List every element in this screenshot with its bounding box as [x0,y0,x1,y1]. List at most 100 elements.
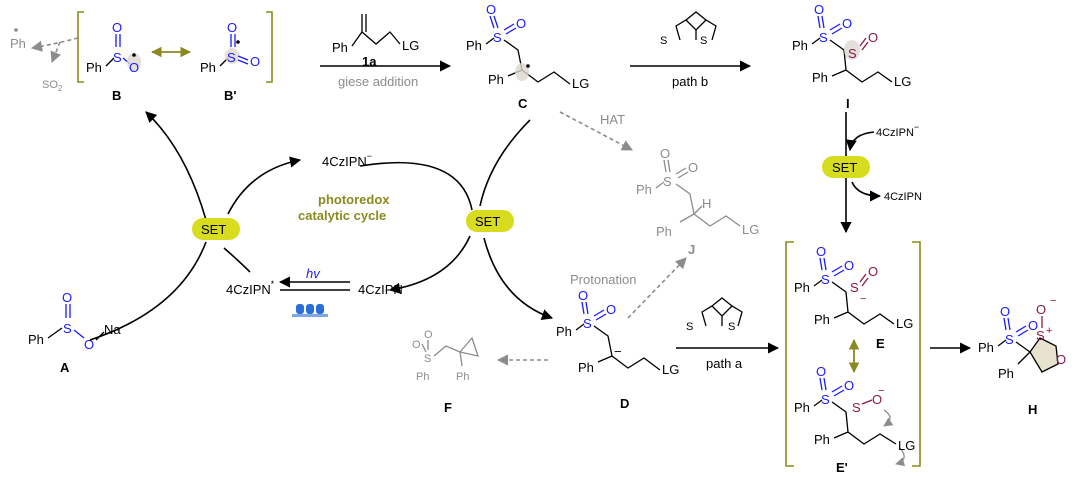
label-j: J [688,242,695,257]
atom-o: O [816,244,826,259]
atom-lg: LG [898,438,915,453]
label-c: C [518,96,528,111]
charge-plus: + [1046,325,1052,337]
atom-o: O [112,20,122,35]
atom-ph: Ph [814,432,830,447]
atom-s: S [1036,328,1045,343]
set-center-label: SET [475,214,500,229]
atom-s: S [493,30,502,45]
atom-s: S [728,321,735,333]
atom-ph: Ph [578,360,594,375]
atom-o: O [606,302,616,317]
atom-lg: LG [662,362,679,377]
right-cat-in: 4CzIPN− [876,122,919,139]
atom-h: H [702,196,711,211]
atom-ph: Ph [998,366,1014,381]
atom-s: S [663,174,672,189]
atom-lg: LG [894,74,911,89]
label-b-prime: B' [224,88,236,103]
atom-o: O [872,392,882,407]
path-a-label: path a [706,356,743,371]
atom-s: S [660,35,667,47]
charge-minus: − [860,293,866,305]
charge-minus: − [1050,295,1056,307]
atom-ph: Ph [488,72,504,87]
atom-s: S [700,35,707,47]
atom-o: O [844,258,854,273]
compound-f: O S O Ph Ph F [412,329,479,415]
atom-s: S [848,46,857,61]
charge-minus: − [878,385,884,397]
atom-o: O [1056,352,1066,367]
atom-s: S [1005,332,1014,347]
compound-e-prime: Ph S O O S O − Ph LG E' [794,364,915,475]
cat-excited: 4CzIPN* [226,279,275,297]
atom-s: S [227,50,236,65]
atom-o: O [486,2,496,17]
set-badge-left [192,218,240,240]
atom-ph: Ph [636,182,652,197]
radical-resonance-bracket [77,11,273,83]
label-h: H [1028,402,1037,417]
atom-o: O [516,16,526,31]
ph-radical-so2-loss: Ph SO2 [10,28,79,93]
cycle-title-2: catalytic cycle [298,208,386,223]
atom-s: S [819,30,828,45]
set-badge-center [466,210,514,232]
atom-ph: Ph [28,332,44,347]
atom-o: O [814,2,824,17]
atom-s: S [821,392,830,407]
atom-o: O [816,364,826,379]
atom-o: O [62,290,72,305]
atom-o: O [412,339,421,351]
atom-s: S [852,400,861,415]
atom-lg: LG [742,222,759,237]
atom-ph: Ph [332,40,348,55]
so2-label: SO2 [42,79,63,93]
atom-ph: Ph [456,371,469,383]
atom-o: O [578,288,588,303]
atom-s: S [424,353,431,365]
atom-lg: LG [896,316,913,331]
atom-s: S [850,280,859,295]
atom-ph: Ph [792,38,808,53]
atom-ph: Ph [416,371,429,383]
atom-s: S [63,321,72,336]
atom-s: S [113,50,122,65]
hat-label: HAT [600,112,625,127]
atom-ph: Ph [10,36,26,51]
atom-o: O [868,30,878,45]
reagent-1a: Ph LG 1a [332,14,419,69]
atom-o: O [842,16,852,31]
label-b: B [112,88,121,103]
photoredox-cycle: SET 4CzIPN− photoredox catalytic cycle 4… [89,111,554,341]
atom-o: O [227,20,237,35]
label-i: I [846,96,850,111]
atom-ph: Ph [656,224,672,239]
compound-b-prime: Ph S O O B' [200,20,260,103]
atom-ph: Ph [794,280,810,295]
compound-a: Ph S O O Na A [28,290,121,375]
cat-reduced: 4CzIPN− [322,151,372,169]
cycle-title-1: photoredox [318,192,390,207]
set-left-label: SET [201,222,226,237]
atom-ph: Ph [794,400,810,415]
charge-minus: − [614,344,622,359]
label-e-prime: E' [836,460,848,475]
atom-o: O [424,329,433,341]
atom-o: O [1028,318,1038,333]
compound-c: Ph S O O Ph LG C [466,2,589,111]
protonation-arrow [627,257,687,319]
atom-s: S [583,316,592,331]
label-d: D [620,396,629,411]
set-right-label: SET [832,160,857,175]
blue-led-icon [292,304,328,317]
set-badge-right [822,156,870,178]
atom-o: O [250,54,260,69]
atom-o: O [688,160,698,175]
label-e: E [876,336,885,351]
atom-o: O [868,264,878,279]
sulfinate-resonance-bracket [785,241,921,467]
compound-b: Ph S O O B [86,20,141,103]
